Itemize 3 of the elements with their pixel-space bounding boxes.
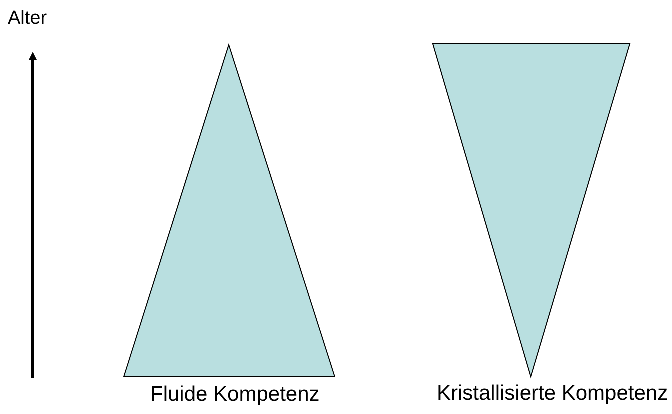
triangle-caption: Fluide Kompetenz [150,383,320,407]
triangle-caption: Kristallisierte Kompetenz [437,382,668,406]
axis-label: Alter [8,8,48,30]
